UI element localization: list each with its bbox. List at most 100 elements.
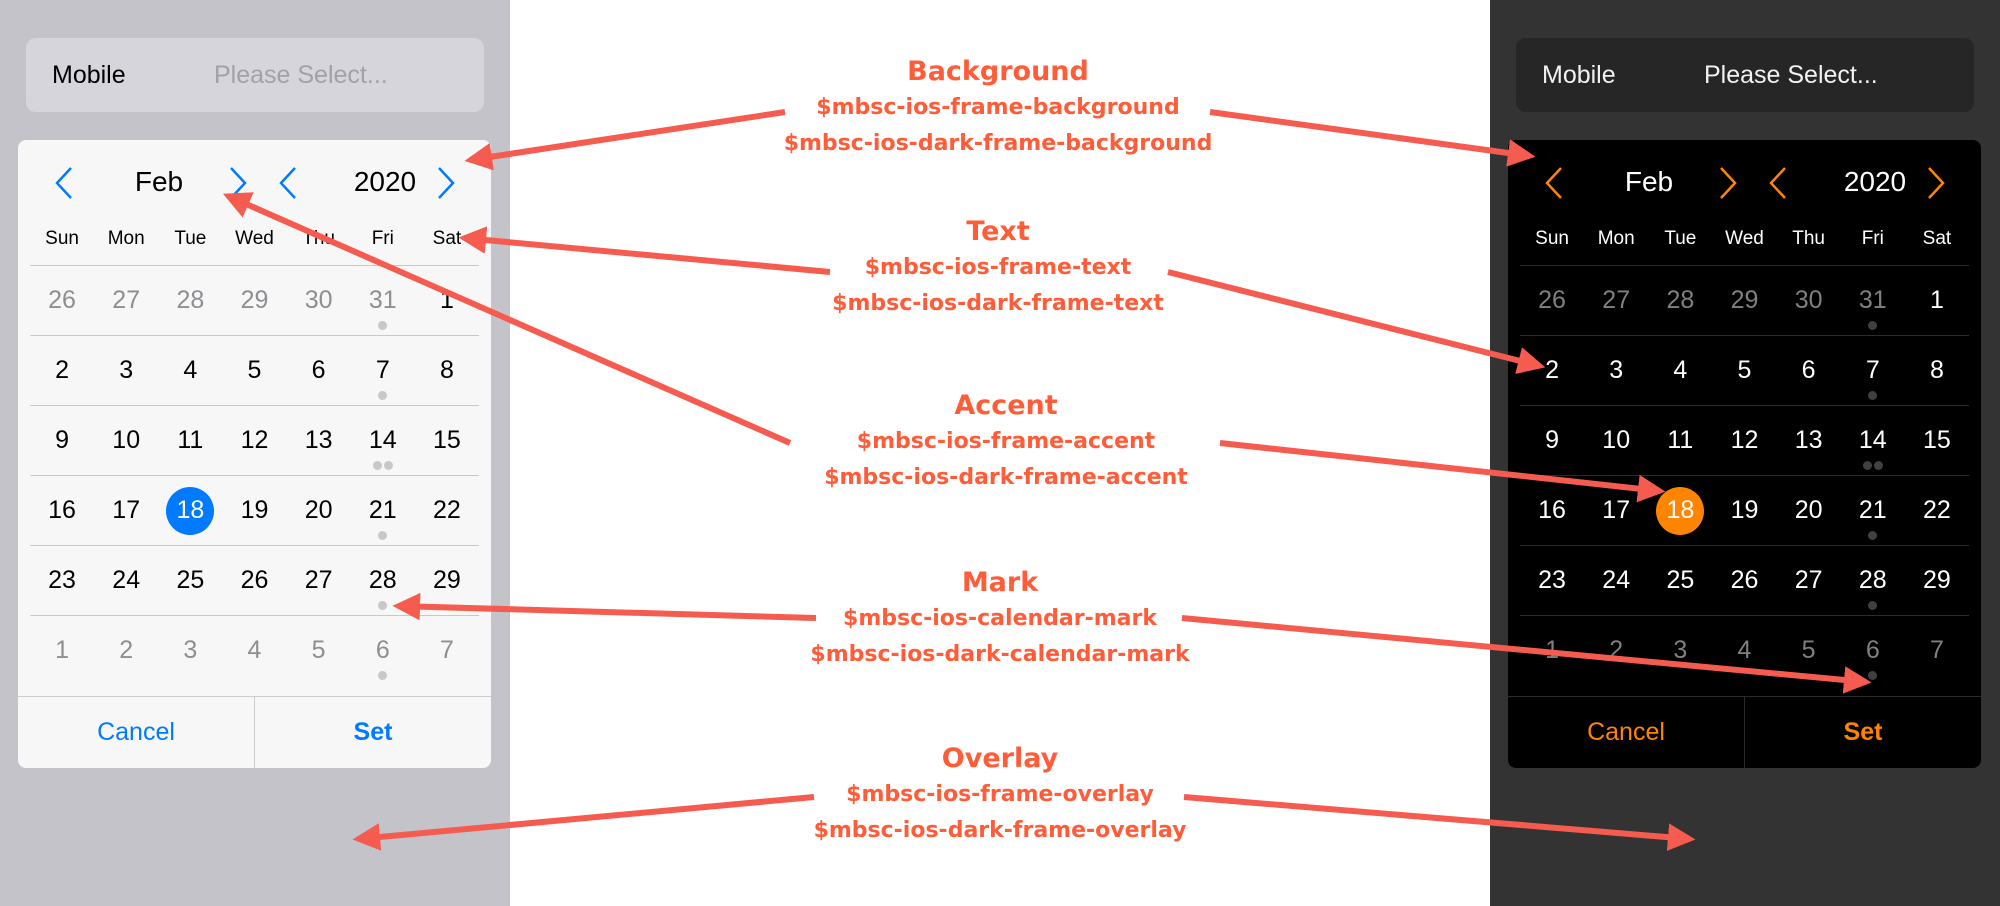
calendar-day[interactable]: 2 — [30, 336, 94, 405]
calendar-day[interactable]: 20 — [287, 476, 351, 545]
calendar-day[interactable]: 17 — [94, 476, 158, 545]
calendar-day[interactable]: 28 — [351, 546, 415, 615]
prev-year-button[interactable] — [268, 162, 308, 204]
calendar-day[interactable]: 8 — [1905, 336, 1969, 405]
calendar-day[interactable]: 3 — [1648, 616, 1712, 685]
set-button[interactable]: Set — [254, 697, 491, 768]
calendar-day[interactable]: 10 — [94, 406, 158, 475]
calendar-day[interactable]: 13 — [1777, 406, 1841, 475]
calendar-day[interactable]: 9 — [1520, 406, 1584, 475]
mobile-select-field[interactable]: Mobile Please Select... — [1516, 38, 1974, 112]
calendar-day[interactable]: 23 — [1520, 546, 1584, 615]
calendar-day[interactable]: 22 — [415, 476, 479, 545]
calendar-day[interactable]: 27 — [1584, 266, 1648, 335]
calendar-day[interactable]: 28 — [158, 266, 222, 335]
calendar-day[interactable]: 25 — [158, 546, 222, 615]
calendar-day[interactable]: 30 — [287, 266, 351, 335]
calendar-day[interactable]: 26 — [222, 546, 286, 615]
calendar-day[interactable]: 17 — [1584, 476, 1648, 545]
calendar-day[interactable]: 26 — [1520, 266, 1584, 335]
calendar-day[interactable]: 2 — [94, 616, 158, 685]
calendar-day[interactable]: 11 — [158, 406, 222, 475]
mobile-select-field[interactable]: Mobile Please Select... — [26, 38, 484, 112]
calendar-day[interactable]: 19 — [1712, 476, 1776, 545]
calendar-day[interactable]: 4 — [1648, 336, 1712, 405]
chevron-left-icon — [279, 167, 296, 199]
calendar-day[interactable]: 6 — [287, 336, 351, 405]
calendar-day[interactable]: 12 — [1712, 406, 1776, 475]
calendar-day-selected[interactable]: 18 — [1648, 476, 1712, 545]
calendar-day[interactable]: 26 — [1712, 546, 1776, 615]
calendar-day[interactable]: 16 — [30, 476, 94, 545]
calendar-day[interactable]: 14 — [351, 406, 415, 475]
calendar-day[interactable]: 7 — [351, 336, 415, 405]
calendar-day[interactable]: 31 — [1841, 266, 1905, 335]
calendar-day[interactable]: 4 — [1712, 616, 1776, 685]
cancel-button[interactable]: Cancel — [1587, 718, 1665, 746]
calendar-day[interactable]: 6 — [1841, 616, 1905, 685]
prev-month-button[interactable] — [1534, 162, 1574, 204]
calendar-day[interactable]: 24 — [1584, 546, 1648, 615]
calendar-day[interactable]: 12 — [222, 406, 286, 475]
calendar-day[interactable]: 9 — [30, 406, 94, 475]
calendar-day[interactable]: 5 — [222, 336, 286, 405]
calendar-day[interactable]: 30 — [1777, 266, 1841, 335]
calendar-day[interactable]: 3 — [94, 336, 158, 405]
calendar-day[interactable]: 7 — [1905, 616, 1969, 685]
calendar-day[interactable]: 4 — [158, 336, 222, 405]
calendar-day[interactable]: 24 — [94, 546, 158, 615]
calendar-day[interactable]: 23 — [30, 546, 94, 615]
calendar-day[interactable]: 7 — [415, 616, 479, 685]
calendar-day[interactable]: 29 — [415, 546, 479, 615]
prev-year-button[interactable] — [1758, 162, 1798, 204]
calendar-day[interactable]: 5 — [1712, 336, 1776, 405]
calendar-day[interactable]: 2 — [1584, 616, 1648, 685]
calendar-day[interactable]: 27 — [287, 546, 351, 615]
next-month-button[interactable] — [218, 162, 258, 204]
calendar-day[interactable]: 29 — [1905, 546, 1969, 615]
calendar-day[interactable]: 29 — [222, 266, 286, 335]
annotation-title: Mark — [961, 567, 1039, 598]
calendar-day[interactable]: 6 — [1777, 336, 1841, 405]
calendar-day[interactable]: 6 — [351, 616, 415, 685]
calendar-day[interactable]: 3 — [158, 616, 222, 685]
calendar-day[interactable]: 21 — [1841, 476, 1905, 545]
calendar-day[interactable]: 3 — [1584, 336, 1648, 405]
calendar-day[interactable]: 1 — [30, 616, 94, 685]
cancel-button[interactable]: Cancel — [97, 718, 175, 746]
calendar-day[interactable]: 22 — [1905, 476, 1969, 545]
next-month-button[interactable] — [1708, 162, 1748, 204]
calendar-day-selected[interactable]: 18 — [158, 476, 222, 545]
set-button[interactable]: Set — [1744, 697, 1981, 768]
calendar-day[interactable]: 5 — [1777, 616, 1841, 685]
calendar-day[interactable]: 1 — [415, 266, 479, 335]
calendar-day[interactable]: 10 — [1584, 406, 1648, 475]
calendar-day[interactable]: 16 — [1520, 476, 1584, 545]
next-year-button[interactable] — [426, 162, 466, 204]
calendar-day[interactable]: 19 — [222, 476, 286, 545]
calendar-day[interactable]: 29 — [1712, 266, 1776, 335]
next-year-button[interactable] — [1916, 162, 1956, 204]
calendar-day[interactable]: 20 — [1777, 476, 1841, 545]
calendar-day[interactable]: 11 — [1648, 406, 1712, 475]
calendar-day[interactable]: 2 — [1520, 336, 1584, 405]
calendar-day[interactable]: 27 — [1777, 546, 1841, 615]
calendar-day[interactable]: 25 — [1648, 546, 1712, 615]
calendar-day[interactable]: 1 — [1520, 616, 1584, 685]
calendar-day[interactable]: 7 — [1841, 336, 1905, 405]
calendar-day[interactable]: 28 — [1648, 266, 1712, 335]
calendar-day[interactable]: 15 — [415, 406, 479, 475]
calendar-day[interactable]: 28 — [1841, 546, 1905, 615]
calendar-day[interactable]: 13 — [287, 406, 351, 475]
calendar-day[interactable]: 26 — [30, 266, 94, 335]
calendar-day[interactable]: 4 — [222, 616, 286, 685]
calendar-day[interactable]: 5 — [287, 616, 351, 685]
calendar-day[interactable]: 15 — [1905, 406, 1969, 475]
calendar-day[interactable]: 31 — [351, 266, 415, 335]
calendar-day[interactable]: 14 — [1841, 406, 1905, 475]
calendar-day[interactable]: 21 — [351, 476, 415, 545]
calendar-day[interactable]: 8 — [415, 336, 479, 405]
prev-month-button[interactable] — [44, 162, 84, 204]
calendar-day[interactable]: 27 — [94, 266, 158, 335]
calendar-day[interactable]: 1 — [1905, 266, 1969, 335]
